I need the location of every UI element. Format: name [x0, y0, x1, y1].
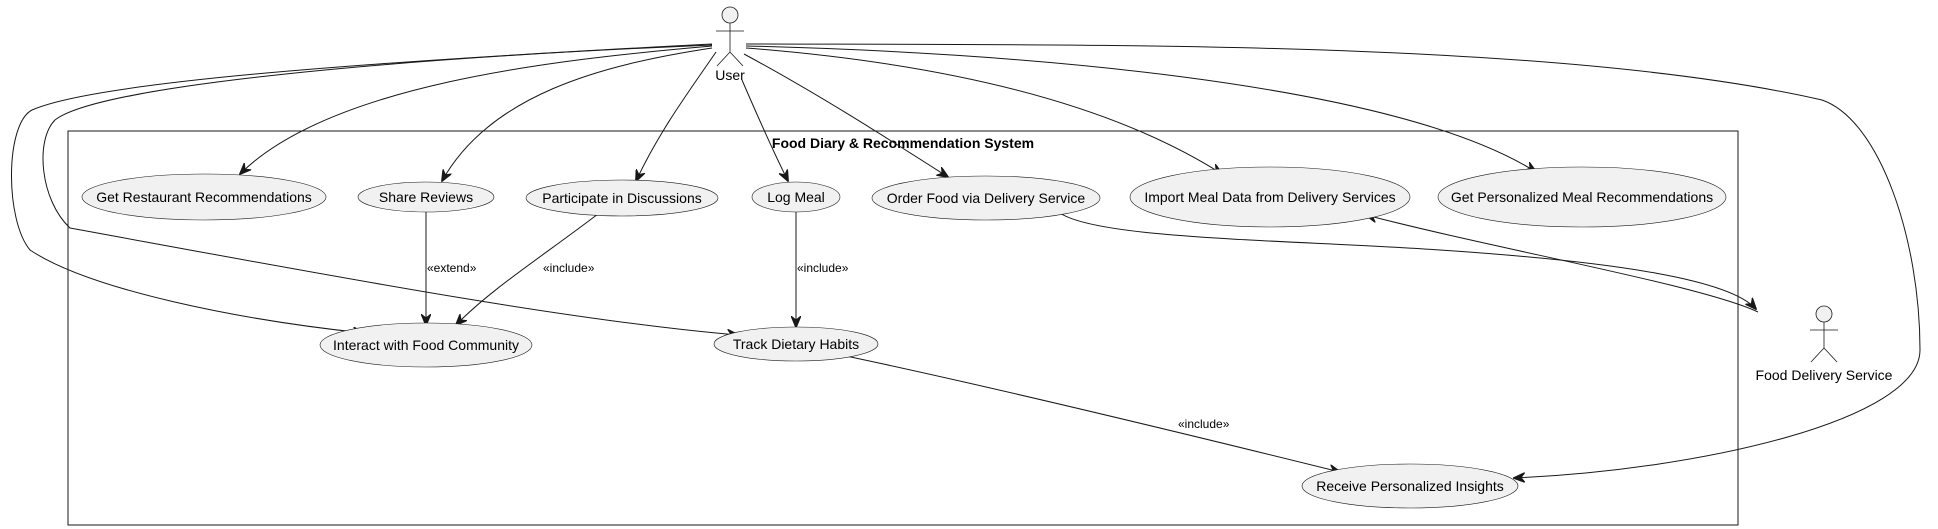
edges [11, 43, 1921, 478]
svg-text:Import Meal Data from Delivery: Import Meal Data from Delivery Services [1144, 189, 1395, 205]
usecase-share-reviews[interactable]: Share Reviews [357, 181, 495, 213]
label-include-log: «include» [797, 261, 849, 275]
system-boundary [67, 130, 1739, 526]
label-include-track: «include» [1178, 417, 1230, 431]
actor-delivery-label: Food Delivery Service [1756, 367, 1893, 383]
svg-text:Receive Personalized Insights: Receive Personalized Insights [1316, 478, 1504, 494]
edge-order-delivery [1059, 212, 1756, 309]
edge-user-track [42, 44, 738, 335]
usecase-interact-food-community[interactable]: Interact with Food Community [319, 322, 533, 368]
usecase-log-meal[interactable]: Log Meal [751, 181, 841, 213]
edge-user-discuss [636, 51, 717, 181]
actor-user-label: User [715, 67, 745, 83]
edge-track-insights [845, 355, 1340, 472]
edge-user-share [442, 47, 713, 181]
svg-text:Interact with Food Community: Interact with Food Community [333, 337, 519, 353]
usecase-order-food[interactable]: Order Food via Delivery Service [871, 175, 1101, 221]
usecase-track-dietary-habits[interactable]: Track Dietary Habits [713, 326, 879, 362]
usecase-import-meal-data[interactable]: Import Meal Data from Delivery Services [1129, 166, 1411, 228]
edge-discuss-community [456, 213, 599, 325]
actor-user[interactable] [716, 6, 744, 67]
svg-text:Get Personalized Meal Recommen: Get Personalized Meal Recommendations [1451, 189, 1713, 205]
label-include-discuss: «include» [543, 261, 595, 275]
edge-user-community [11, 43, 713, 333]
edge-user-personal [745, 45, 1536, 172]
edge-user-restaurant [240, 45, 713, 174]
svg-text:Share Reviews: Share Reviews [379, 189, 473, 205]
svg-text:Track Dietary Habits: Track Dietary Habits [733, 336, 859, 352]
svg-text:Participate in Discussions: Participate in Discussions [542, 190, 702, 206]
usecase-restaurant-recommendations[interactable]: Get Restaurant Recommendations [81, 173, 327, 221]
edge-user-insights [745, 43, 1921, 478]
usecase-receive-insights[interactable]: Receive Personalized Insights [1301, 463, 1519, 509]
usecase-participate-discussions[interactable]: Participate in Discussions [525, 179, 719, 217]
svg-text:Order Food via Delivery Servic: Order Food via Delivery Service [887, 190, 1086, 206]
edge-user-import [745, 47, 1222, 174]
edge-user-order [743, 53, 948, 177]
actor-food-delivery-service[interactable] [1810, 305, 1838, 363]
system-title: Food Diary & Recommendation System [772, 135, 1034, 151]
label-extend: «extend» [427, 261, 477, 275]
svg-text:Get Restaurant Recommendations: Get Restaurant Recommendations [96, 189, 312, 205]
svg-text:Log Meal: Log Meal [767, 189, 825, 205]
edge-delivery-import [1366, 215, 1759, 313]
usecase-personalized-meal-recommendations[interactable]: Get Personalized Meal Recommendations [1437, 166, 1727, 228]
edge-user-log [741, 79, 788, 181]
